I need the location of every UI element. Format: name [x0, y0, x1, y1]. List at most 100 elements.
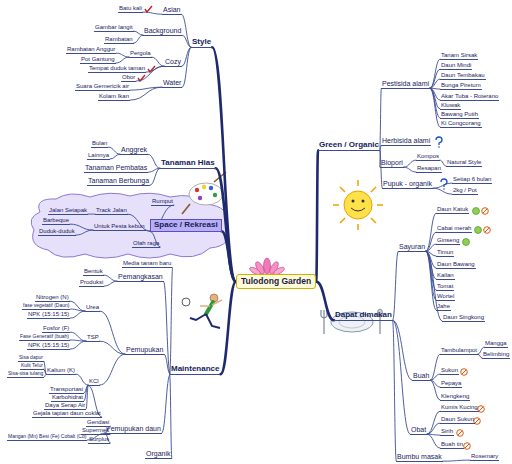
palette-icon — [198, 196, 202, 200]
leaf-topic: Transportasi — [49, 386, 84, 394]
topic-text: NPK (15:15:15) — [28, 342, 69, 349]
no-icon — [464, 443, 471, 450]
leaf-topic: Sisa-sisa tulang — [7, 371, 44, 378]
main-topic: Green / Organic — [318, 141, 380, 151]
topic-text: Kluwak — [441, 102, 460, 109]
branch-line — [70, 332, 86, 341]
leaf-topic: Pergola — [129, 50, 152, 58]
subtopic: Cozy — [164, 58, 182, 67]
topic-text: Tulodong Garden — [241, 277, 311, 286]
topic-text: Jahe — [437, 303, 450, 310]
leaf-topic: Ginseng — [436, 237, 460, 245]
no-icon — [458, 431, 462, 435]
branch-line — [134, 31, 143, 35]
topic-text: fase vegetatif (Daun) — [23, 303, 69, 309]
main-branch — [222, 231, 236, 281]
sun-icon — [362, 200, 365, 203]
leaf-topic: fase vegetatif (Daun) — [22, 303, 70, 310]
topic-text: Organik — [146, 450, 171, 458]
topic-text: Kompos — [417, 153, 439, 160]
leaf-topic: Tomat — [436, 283, 454, 291]
branch-line — [130, 87, 162, 100]
topic-text: Daun Singkong — [443, 314, 484, 321]
leaf-topic: Cabai merah — [436, 225, 472, 233]
topic-text: Sisa-sisa tulang — [8, 371, 43, 377]
leaf-topic: Kompos — [416, 153, 440, 161]
palette-icon — [209, 186, 213, 190]
topic-text: Ginseng — [437, 237, 459, 244]
branch-line — [426, 244, 436, 251]
topic-text: Gambar langit — [95, 24, 133, 31]
branch-line — [76, 230, 93, 235]
sun-icon — [351, 208, 365, 211]
topic-text: Daun Tembakau — [441, 72, 485, 79]
leaf-topic: Natural Style — [446, 159, 482, 167]
topic-text: Jalan Setapak — [49, 207, 87, 214]
branch-line — [426, 251, 436, 310]
main-branch — [212, 47, 236, 281]
topic-text: Biopori — [381, 159, 403, 167]
subtopic: Pemangkasan — [117, 273, 164, 282]
smiley-icon — [463, 239, 470, 246]
no-icon — [483, 209, 487, 213]
topic-text: Sirih — [441, 428, 453, 435]
topic-text: Ki Congcorang — [441, 120, 481, 127]
topic-text: Herbisida alami — [382, 137, 430, 145]
branch-line — [393, 320, 412, 380]
topic-text: Sukun — [441, 367, 458, 374]
leaf-topic: Olah raga — [132, 240, 160, 248]
leaf-topic: Daun Singkong — [442, 314, 485, 322]
sun-icon — [371, 218, 376, 223]
topic-text: Kailan — [437, 272, 454, 279]
topic-text: Pemupukan — [126, 346, 163, 354]
leaf-topic: Kulit Telur — [20, 363, 44, 370]
topic-text: Buah — [413, 372, 429, 380]
topic-text: KCl — [89, 378, 99, 385]
leaf-topic: Setiap 6 bulan — [452, 176, 492, 184]
plate-icon — [379, 317, 380, 334]
topic-text: Tanam Sirsak — [441, 52, 477, 59]
topic-text: 2kg / Pot — [453, 187, 477, 194]
topic-text: Barbeque — [43, 217, 69, 224]
topic-text: Urea — [86, 304, 99, 311]
leaf-topic: Kalium (K) — [46, 367, 76, 375]
topic-text: Bentuk — [84, 268, 103, 275]
topic-text: Mangga — [485, 340, 507, 347]
subtopic: Herbisida alami — [381, 137, 431, 146]
subtopic: Background — [143, 27, 182, 36]
leaf-topic: Daya Serap Air — [44, 402, 86, 410]
subtopic: Anggrek — [120, 146, 148, 155]
leaf-topic: Tambulampot — [440, 347, 478, 355]
leaf-topic: Produksi — [79, 279, 104, 287]
leaf-topic: Timun — [436, 249, 454, 257]
sun-icon — [357, 224, 359, 230]
leaf-topic: Track Jalan — [95, 207, 128, 215]
branch-line — [393, 320, 396, 461]
branch-line — [393, 320, 410, 434]
topic-text: Lainnya — [88, 152, 109, 159]
topic-text: Daun Mindi — [441, 62, 471, 69]
question-icon — [436, 137, 442, 145]
branch-line — [430, 69, 440, 88]
sun-icon — [357, 180, 359, 186]
no-icon — [462, 370, 466, 374]
palette-icon — [189, 183, 223, 205]
topic-text: Anggrek — [121, 146, 147, 154]
sun-icon — [377, 204, 383, 206]
main-branch — [316, 282, 334, 321]
leaf-topic: Jahe — [436, 303, 451, 311]
topic-text: Kolam Ikan — [99, 93, 129, 100]
leaf-topic: Resapan — [416, 165, 442, 173]
leaf-topic: Daun Tembakau — [440, 72, 486, 80]
leaf-topic: Mangga — [484, 340, 508, 348]
branch-line — [430, 374, 440, 380]
sun-icon — [344, 191, 372, 219]
topic-text: Pestisida alami — [382, 80, 429, 88]
sun-icon — [340, 187, 345, 192]
leaf-topic: TSP — [86, 334, 100, 342]
topic-text: Suara Gemericik air — [76, 83, 129, 90]
no-icon — [479, 407, 483, 411]
leaf-topic: Rumput — [151, 198, 174, 206]
topic-text: Rumput — [152, 198, 173, 205]
sun-icon — [371, 187, 376, 192]
